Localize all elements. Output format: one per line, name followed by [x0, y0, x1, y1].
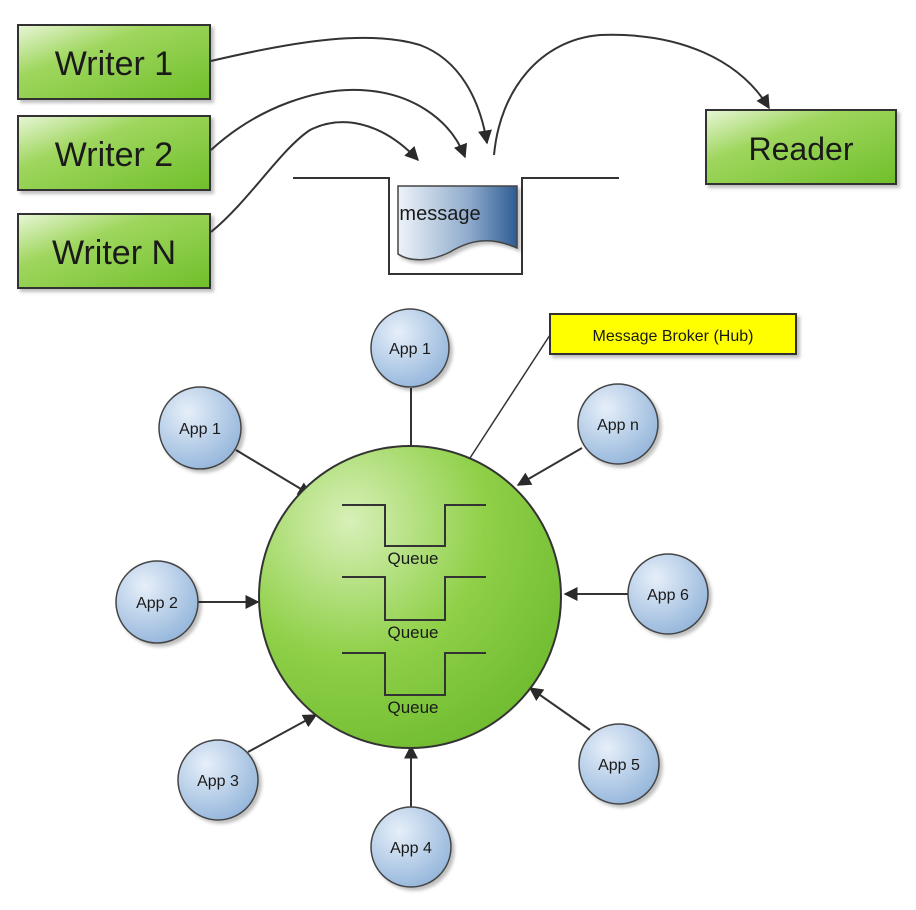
- writer-label: Writer 1: [55, 45, 173, 83]
- app-node-1-left: App 1: [158, 386, 242, 470]
- queue-1: Queue: [342, 504, 486, 568]
- writer-label: Writer N: [52, 234, 176, 272]
- reader-arrow: [493, 33, 770, 156]
- arrow-app-1-left: [235, 449, 313, 496]
- app-label: App 1: [179, 421, 221, 438]
- app-label: App 4: [390, 840, 432, 857]
- reader-box: Reader: [705, 109, 897, 185]
- queue-label: Queue: [387, 549, 438, 568]
- writer-box-2: Writer 2: [17, 115, 211, 191]
- app-label: App 6: [647, 587, 689, 604]
- queue-3: Queue: [342, 652, 486, 717]
- queue-trough: [293, 177, 619, 275]
- writer-box-1: Writer 1: [17, 24, 211, 100]
- app-label: App 1: [389, 341, 431, 358]
- message-broker-hub: [258, 445, 562, 749]
- queue-label: Queue: [387, 623, 438, 642]
- app-node-5: App 5: [578, 723, 660, 805]
- app-node-3: App 3: [177, 739, 259, 821]
- queue-label: Queue: [387, 698, 438, 717]
- message-document: [397, 185, 518, 261]
- queue-2: Queue: [342, 576, 486, 642]
- app-label: App 3: [197, 773, 239, 790]
- message-label: message: [399, 203, 480, 225]
- reader-label: Reader: [749, 131, 854, 167]
- arrow-app-3: [247, 714, 318, 753]
- app-label: App n: [597, 417, 639, 434]
- writer-label: Writer 2: [55, 136, 173, 174]
- app-node-6: App 6: [627, 553, 709, 635]
- top-diagram: Writer 1 Writer 2 Writer N Reader messag…: [17, 24, 897, 289]
- callout-leader-line: [469, 334, 551, 459]
- app-node-n: App n: [577, 383, 659, 465]
- hub-callout: Message Broker (Hub): [549, 313, 797, 355]
- writer-n-arrow: [210, 121, 419, 233]
- app-node-4: App 4: [370, 806, 452, 888]
- writer-2-arrow: [210, 88, 468, 159]
- hub-callout-label: Message Broker (Hub): [593, 328, 754, 345]
- writer-1-arrow: [210, 36, 492, 145]
- app-node-2: App 2: [115, 560, 199, 644]
- bottom-diagram: Message Broker (Hub) Queue Queue Queue: [115, 308, 797, 888]
- arrow-app-5: [528, 687, 591, 731]
- app-label: App 5: [598, 757, 640, 774]
- app-node-1-top: App 1: [370, 308, 450, 388]
- arrow-app-n: [516, 447, 583, 486]
- app-label: App 2: [136, 595, 178, 612]
- writer-box-n: Writer N: [17, 213, 211, 289]
